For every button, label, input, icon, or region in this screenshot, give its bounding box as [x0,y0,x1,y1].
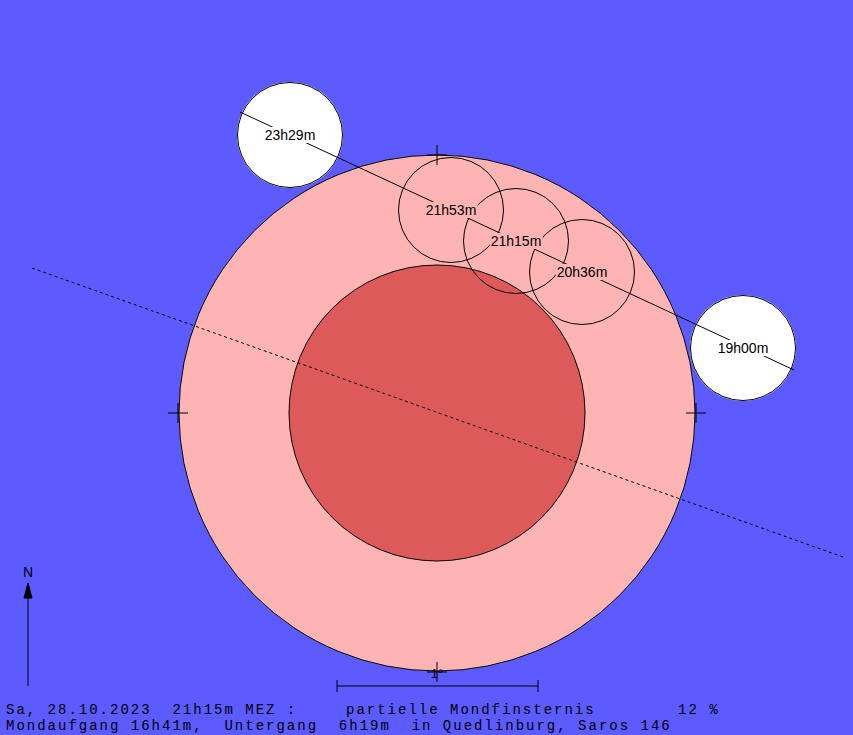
time-label: 21h15m [490,233,543,249]
moon-outline [399,158,504,263]
scale-bar [337,680,538,692]
moon-circle: 23h29m [237,82,343,188]
moon-circle: 20h36m [529,219,635,325]
moon-outline [464,189,569,294]
north-arrow [24,583,32,686]
time-label: 21h53m [425,202,478,218]
penumbra [179,155,695,671]
penumbra-outline [179,155,695,671]
moon-circle: 19h00m [690,295,796,401]
moon-fill [690,295,796,401]
moon-path [240,112,794,370]
north-label: N [23,564,33,580]
moon-outline [691,296,796,401]
scale-label: 1° [431,666,443,681]
ecliptic [32,268,843,557]
moon-fill [237,82,343,188]
moon-outline [530,220,635,325]
moon-circle: 21h53m [398,157,504,263]
axis-ticks [168,145,706,682]
time-label: 20h36m [556,264,609,280]
magnitude: 12 % [678,702,720,718]
moon-circle: 21h15m [463,188,569,294]
time-label: 23h29m [264,127,317,143]
moonrise-info: Mondaufgang 16h41m, Untergang 6h19m in Q… [6,718,672,734]
date-time: Sa, 28.10.2023 21h15m MEZ : [6,702,297,718]
eclipse-type: partielle Mondfinsternis [346,702,596,718]
time-label: 19h00m [717,340,770,356]
umbra [289,265,585,561]
moon-outline [238,83,343,188]
